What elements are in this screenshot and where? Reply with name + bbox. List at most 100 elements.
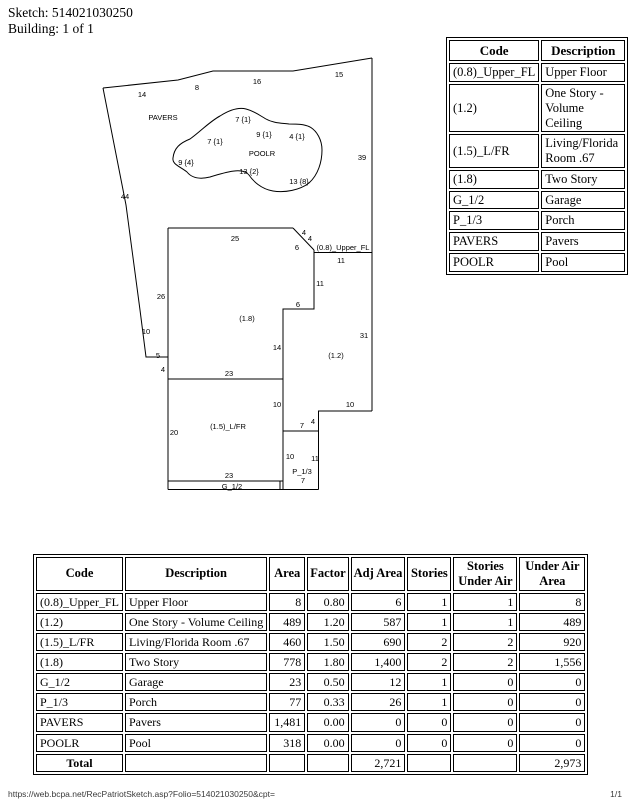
- dim-label: 5: [156, 351, 160, 360]
- table-cell: 2: [453, 632, 518, 651]
- dim-label: 23: [225, 471, 233, 480]
- table-row: (1.8) Two Story: [449, 169, 626, 189]
- table-cell: 1: [407, 673, 452, 692]
- code-legend-table: Code Description (0.8)_Upper_FL Upper Fl…: [446, 37, 629, 275]
- column-header-stories-under-air: Stories Under Air: [453, 557, 518, 591]
- total-under-air-area: 2,973: [519, 753, 586, 772]
- total-adj-area: 2,721: [350, 753, 406, 772]
- table-row: G_1/2 Garage: [449, 190, 626, 210]
- dim-label: 7 {1}: [235, 115, 251, 124]
- table-row: (1.5)_L/FR Living/Florida Room .67: [449, 134, 626, 168]
- table-cell: 23: [269, 673, 306, 692]
- table-cell: 587: [350, 612, 406, 631]
- table-cell: 1.50: [307, 632, 349, 651]
- table-cell: 0: [519, 713, 586, 732]
- dim-label: 9 {4}: [178, 158, 194, 167]
- dim-label: 6: [295, 243, 299, 252]
- dim-label: 4: [302, 228, 306, 237]
- table-cell: 2: [407, 632, 452, 651]
- column-header-under-air-area: Under Air Area: [519, 557, 586, 591]
- building-count-label: Building: 1 of 1: [8, 21, 94, 36]
- table-cell: Garage: [541, 190, 626, 210]
- table-cell: 1,400: [350, 652, 406, 672]
- table-cell: 0.33: [307, 693, 349, 712]
- table-cell: (1.5)_L/FR: [449, 134, 540, 168]
- table-cell: Pavers: [124, 713, 268, 732]
- column-header-area: Area: [269, 557, 306, 591]
- table-cell: G_1/2: [36, 673, 123, 692]
- pool-outline: [172, 108, 323, 193]
- dim-label: 23: [225, 369, 233, 378]
- table-total-row: Total 2,721 2,973: [36, 753, 586, 772]
- table-cell: 1,481: [269, 713, 306, 732]
- table-cell: Pavers: [541, 232, 626, 251]
- table-cell: [407, 753, 452, 772]
- table-cell: Living/Florida Room .67: [124, 632, 268, 651]
- table-cell: 6: [350, 592, 406, 611]
- table-row: G_1/2 Garage 23 0.50 12 1 0 0: [36, 673, 586, 692]
- area-label-garage: G_1/2: [222, 482, 242, 491]
- total-label: Total: [36, 753, 123, 772]
- table-cell: (1.2): [449, 84, 540, 133]
- sketch-canvas: 14 8 16 15 39 44 10 5 4 PAVERS 7 {1} 9 {…: [102, 57, 373, 491]
- table-cell: One Story - Volume Ceiling: [124, 612, 268, 631]
- building-bottom-right-step: [318, 410, 372, 490]
- table-cell: 318: [269, 733, 306, 752]
- dim-label: 4 {1}: [289, 132, 305, 141]
- table-cell: (1.8): [449, 169, 540, 189]
- column-header-stories: Stories: [407, 557, 452, 591]
- building-step-right: [282, 250, 315, 490]
- table-cell: Garage: [124, 673, 268, 692]
- table-cell: Porch: [124, 693, 268, 712]
- area-label-one-story: (1.2): [328, 351, 344, 360]
- table-cell: 0.80: [307, 592, 349, 611]
- dim-label: 4: [311, 417, 315, 426]
- table-cell: [307, 753, 349, 772]
- column-header-code: Code: [449, 40, 540, 62]
- area-label-two-story: (1.8): [239, 314, 255, 323]
- dim-label: 10: [286, 452, 294, 461]
- table-cell: POOLR: [36, 733, 123, 752]
- table-cell: PAVERS: [449, 232, 540, 251]
- dim-label: 11: [311, 454, 319, 463]
- dim-label: 20: [170, 428, 178, 437]
- table-row: P_1/3 Porch: [449, 211, 626, 231]
- table-cell: One Story - Volume Ceiling: [541, 84, 626, 133]
- table-cell: Pool: [124, 733, 268, 752]
- table-cell: Upper Floor: [124, 592, 268, 611]
- table-cell: Pool: [541, 252, 626, 272]
- table-cell: Living/Florida Room .67: [541, 134, 626, 168]
- table-header-row: Code Description Area Factor Adj Area St…: [36, 557, 586, 591]
- footer-page-number: 1/1: [610, 789, 622, 799]
- table-cell: PAVERS: [36, 713, 123, 732]
- table-cell: 0.00: [307, 733, 349, 752]
- dim-label: 31: [360, 331, 368, 340]
- table-cell: Two Story: [124, 652, 268, 672]
- table-cell: 460: [269, 632, 306, 651]
- table-cell: [453, 753, 518, 772]
- dim-label: 7: [300, 421, 304, 430]
- dim-label: 4: [308, 234, 312, 243]
- table-cell: 2: [453, 652, 518, 672]
- footer-url: https://web.bcpa.net/RecPatriotSketch.as…: [8, 789, 275, 799]
- table-cell: 1.80: [307, 652, 349, 672]
- table-cell: 0: [453, 693, 518, 712]
- table-row: (0.8)_Upper_FL Upper Floor 8 0.80 6 1 1 …: [36, 592, 586, 611]
- table-cell: 0: [453, 713, 518, 732]
- dim-label: 4: [161, 365, 165, 374]
- dim-label: 14: [138, 90, 146, 99]
- table-cell: 0: [519, 693, 586, 712]
- column-header-description: Description: [541, 40, 626, 62]
- column-header-description: Description: [124, 557, 268, 591]
- column-header-adj-area: Adj Area: [350, 557, 406, 591]
- table-cell: [269, 753, 306, 772]
- dim-label: 8: [195, 83, 199, 92]
- dim-label: 44: [121, 192, 129, 201]
- table-cell: 26: [350, 693, 406, 712]
- table-row: (0.8)_Upper_FL Upper Floor: [449, 63, 626, 83]
- table-cell: 0: [350, 733, 406, 752]
- dim-label: 11: [316, 279, 324, 288]
- dim-label: 10: [142, 327, 150, 336]
- table-cell: 0: [519, 673, 586, 692]
